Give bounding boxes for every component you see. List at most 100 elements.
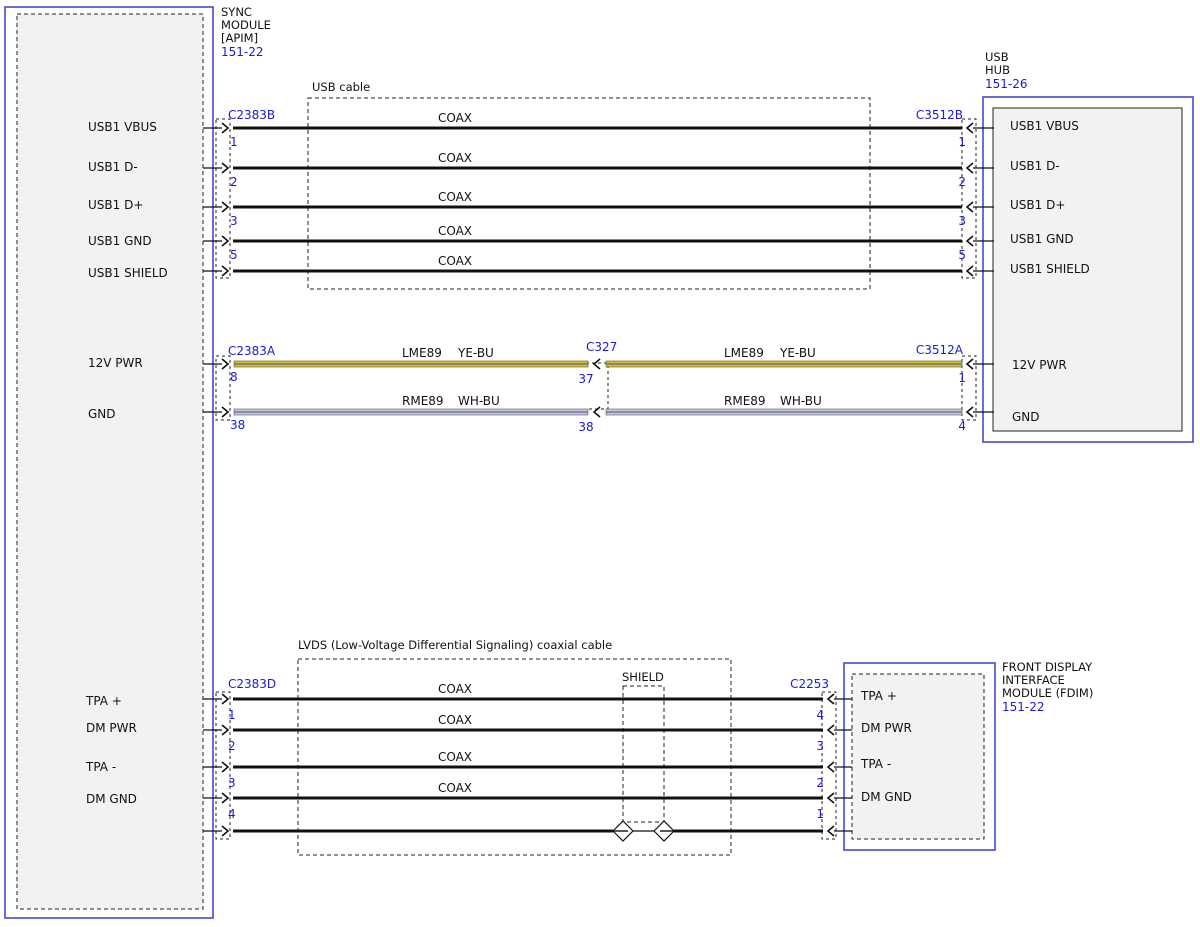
- connector-c2383b[interactable]: C2383B: [228, 108, 275, 122]
- lvds-right-pin-1: 3: [816, 739, 824, 753]
- connector-c2253[interactable]: C2253: [790, 677, 829, 691]
- usb-right-pin-1: 2: [958, 175, 966, 189]
- fdim-title-line-1: FRONT DISPLAY: [1002, 660, 1093, 674]
- usb-hub-title-line-1: USB: [985, 50, 1009, 64]
- sync-title-line-2: MODULE: [221, 18, 271, 32]
- lvds-left-label-0: TPA +: [85, 694, 122, 708]
- fdim-ref[interactable]: 151-22: [1002, 700, 1045, 714]
- connector-c327[interactable]: C327: [586, 340, 617, 354]
- lvds-wire-label-1: COAX: [438, 713, 472, 727]
- pwr-circuit-b-1: RME89: [724, 394, 766, 408]
- usb-cable-boundary: [307, 97, 871, 290]
- lvds-right-arrow-0: [826, 693, 835, 705]
- usb-right-label-4: USB1 SHIELD: [1010, 262, 1090, 276]
- lvds-right-pin-2: 2: [816, 776, 824, 790]
- lvds-left-arrow-0: [221, 693, 230, 705]
- pwr-left-arrow-0: [221, 358, 230, 370]
- usb-wire-label-3: COAX: [438, 224, 472, 238]
- usb-left-arrow-1: [221, 162, 230, 174]
- connector-outline-c3512a: [961, 355, 977, 421]
- connector-outline-c327: [586, 362, 609, 410]
- usb-left-label-4: USB1 SHIELD: [88, 266, 168, 280]
- pwr-right-arrow-0: [965, 358, 974, 370]
- usb-left-pin-2: 3: [230, 214, 238, 228]
- lvds-left-arrow-2: [221, 761, 230, 773]
- pwr-mid-pin-1: 38: [578, 420, 593, 434]
- lvds-wire-label-0: COAX: [438, 682, 472, 696]
- pwr-left-label-0: 12V PWR: [88, 356, 143, 370]
- pwr-circuit-a-1: RME89: [402, 394, 444, 408]
- pwr-color-a-1: WH-BU: [458, 394, 500, 408]
- lvds-left-label-1: DM PWR: [86, 721, 137, 735]
- pwr-right-pin-1: 4: [958, 419, 966, 433]
- usb-left-label-1: USB1 D-: [88, 160, 138, 174]
- usb-left-label-2: USB1 D+: [88, 198, 143, 212]
- usb-hub-ref[interactable]: 151-26: [985, 77, 1028, 91]
- usb-left-arrow-3: [221, 235, 230, 247]
- usb-right-arrow-1: [965, 162, 974, 174]
- fdim-module[interactable]: [843, 662, 996, 851]
- sync-title-line-1: SYNC: [221, 5, 252, 19]
- usb-wire-label-4: COAX: [438, 254, 472, 268]
- pwr-mid-arrow-0: [592, 358, 601, 370]
- usb-right-arrow-4: [965, 265, 974, 277]
- connector-outline-c2383a: [215, 355, 231, 421]
- lvds-left-arrow-3: [221, 792, 230, 804]
- shield-boundary: [622, 685, 665, 823]
- pwr-left-pin-0: 8: [230, 370, 238, 384]
- lvds-right-arrow-1: [826, 724, 835, 736]
- connector-c2383d[interactable]: C2383D: [228, 677, 276, 691]
- usb-left-arrow-0: [221, 122, 230, 134]
- usb-right-pin-0: 1: [958, 135, 966, 149]
- fdim-title-line-2: INTERFACE: [1002, 673, 1065, 687]
- usb-left-pin-1: 2: [230, 175, 238, 189]
- sync-module[interactable]: [4, 6, 214, 919]
- pwr-color-a-0: YE-BU: [457, 346, 494, 360]
- usb-wire-label-1: COAX: [438, 151, 472, 165]
- lvds-right-label-1: DM PWR: [861, 721, 912, 735]
- usb-right-pin-3: 5: [958, 248, 966, 262]
- usb-right-arrow-3: [965, 235, 974, 247]
- usb-wire-label-2: COAX: [438, 190, 472, 204]
- shield-label: SHIELD: [622, 670, 664, 684]
- pwr-right-label-1: GND: [1012, 410, 1040, 424]
- usb-right-label-3: USB1 GND: [1010, 232, 1074, 246]
- usb-right-arrow-0: [965, 122, 974, 134]
- usb-hub-module[interactable]: [982, 96, 1194, 443]
- pwr-right-label-0: 12V PWR: [1012, 358, 1067, 372]
- lvds-wire-label-2: COAX: [438, 750, 472, 764]
- lvds-left-pin-0: 1: [228, 708, 236, 722]
- lvds-right-label-3: DM GND: [861, 790, 912, 804]
- pwr-circuit-b-0: LME89: [724, 346, 764, 360]
- pwr-left-arrow-1: [221, 406, 230, 418]
- lvds-right-arrow-2: [826, 761, 835, 773]
- usb-left-arrow-2: [221, 201, 230, 213]
- usb-right-label-2: USB1 D+: [1010, 198, 1065, 212]
- lvds-left-arrow-4: [221, 825, 230, 837]
- pwr-right-arrow-1: [965, 406, 974, 418]
- fdim-title-line-3: MODULE (FDIM): [1002, 686, 1093, 700]
- connector-outline-c2383b: [215, 118, 231, 279]
- usb-right-label-0: USB1 VBUS: [1010, 119, 1079, 133]
- connector-outline-c3512b: [961, 118, 977, 279]
- usb-hub-title-line-2: HUB: [985, 63, 1010, 77]
- usb-left-pin-3: 5: [230, 248, 238, 262]
- connector-c3512b[interactable]: C3512B: [916, 108, 963, 122]
- usb-left-label-3: USB1 GND: [88, 234, 152, 248]
- sync-ref[interactable]: 151-22: [221, 45, 264, 59]
- connector-c3512a[interactable]: C3512A: [916, 343, 964, 357]
- usb-cable-label: USB cable: [312, 80, 370, 94]
- usb-left-pin-0: 1: [230, 135, 238, 149]
- sync-title-line-3: [APIM]: [221, 31, 258, 45]
- connector-c2383a[interactable]: C2383A: [228, 344, 276, 358]
- pwr-right-pin-0: 1: [958, 371, 966, 385]
- usb-left-label-0: USB1 VBUS: [88, 120, 157, 134]
- pwr-left-pin-1: 38: [230, 418, 245, 432]
- lvds-right-arrow-4: [826, 825, 835, 837]
- lvds-left-arrow-1: [221, 724, 230, 736]
- lvds-right-label-0: TPA +: [860, 689, 897, 703]
- lvds-right-label-2: TPA -: [860, 757, 891, 771]
- pwr-mid-arrow-1: [592, 406, 601, 418]
